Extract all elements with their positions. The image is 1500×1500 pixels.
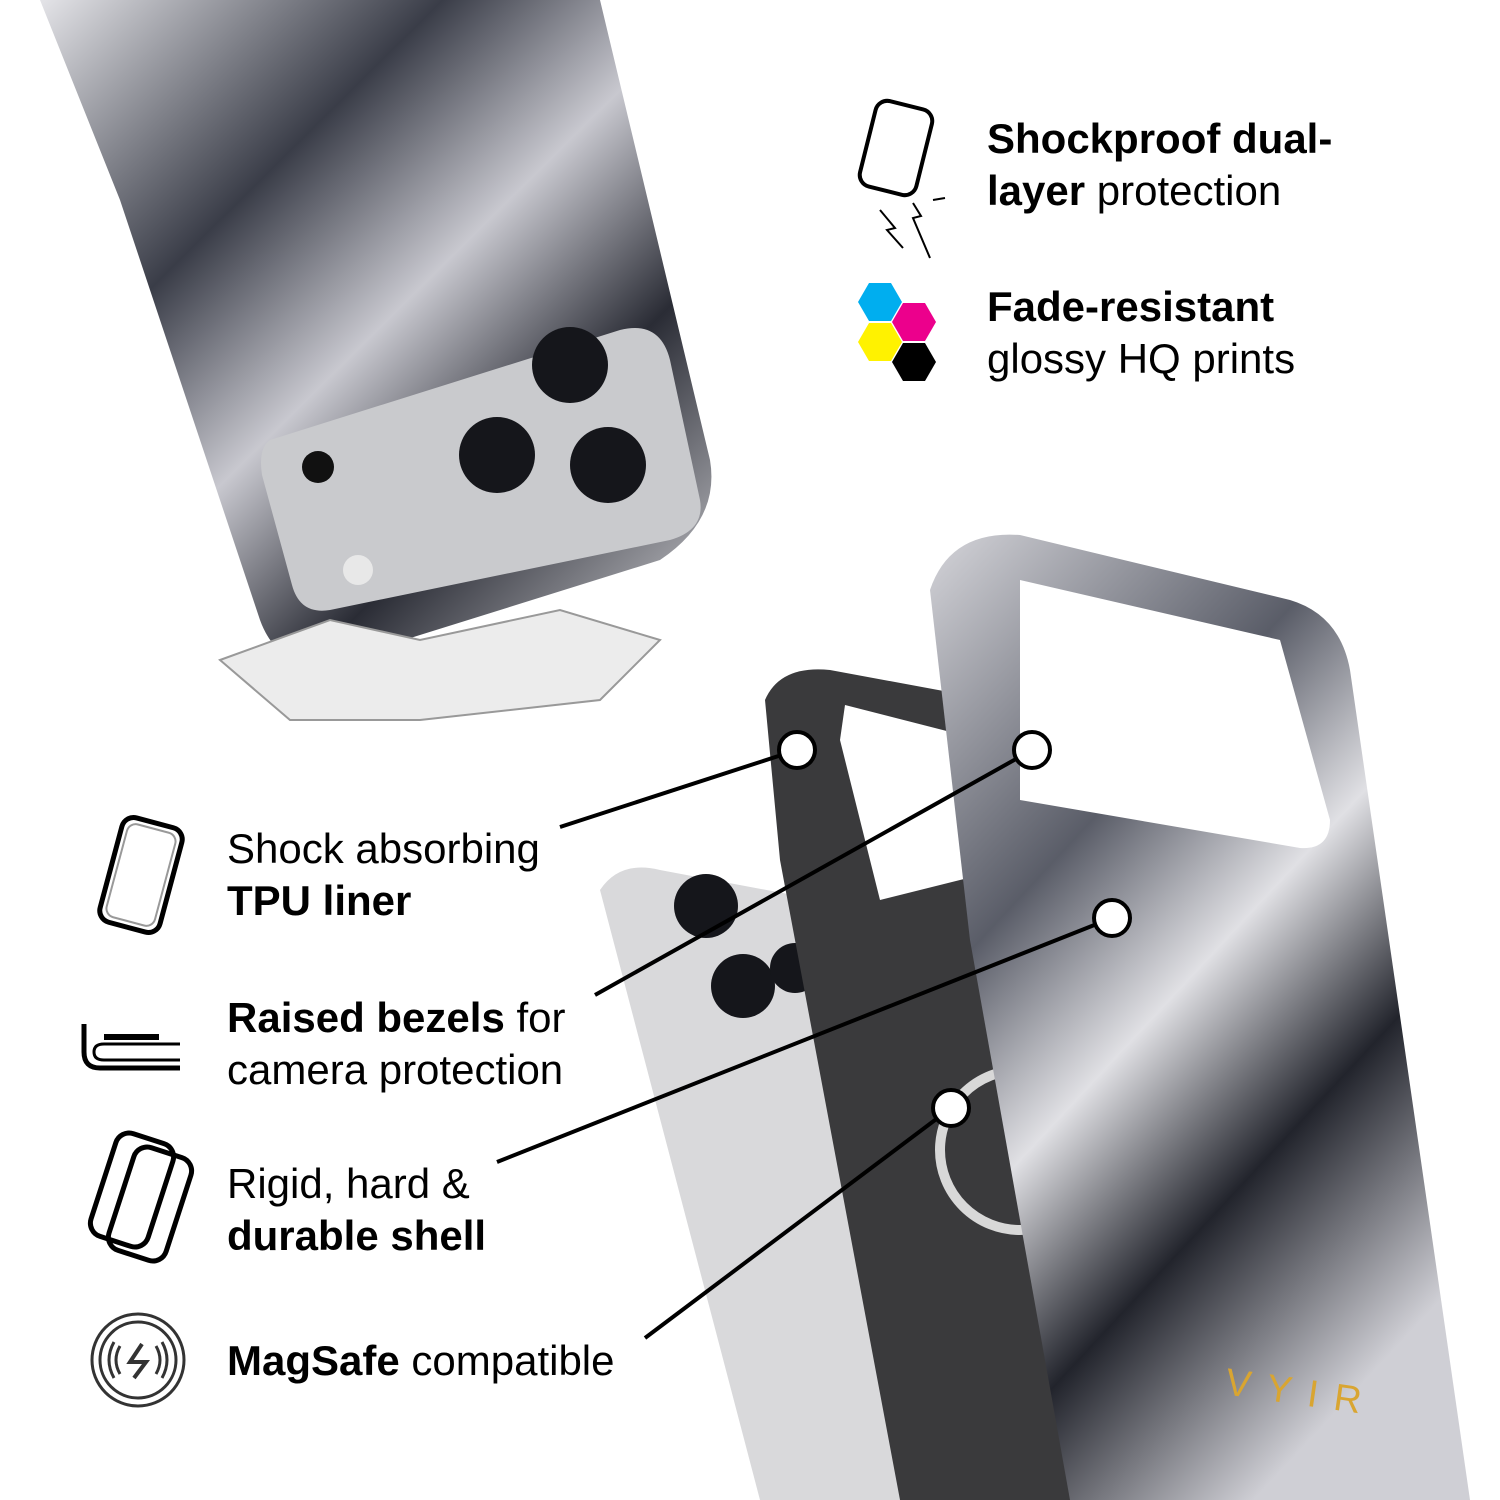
- tpu-liner-icon: [97, 815, 185, 935]
- dual-shell-icon: [87, 1130, 195, 1264]
- feature-durable-shell: Rigid, hard &durable shell: [227, 1160, 487, 1259]
- magsafe-icon: [90, 1312, 186, 1408]
- cmyk-hexagon-icon: [858, 283, 936, 381]
- feature-shockproof: Shockproof dual-layer protection: [987, 115, 1333, 214]
- shockproof-phone-icon: [857, 98, 946, 259]
- feature-magsafe: MagSafe compatible: [227, 1337, 615, 1384]
- raised-bezel-icon: [81, 1024, 180, 1071]
